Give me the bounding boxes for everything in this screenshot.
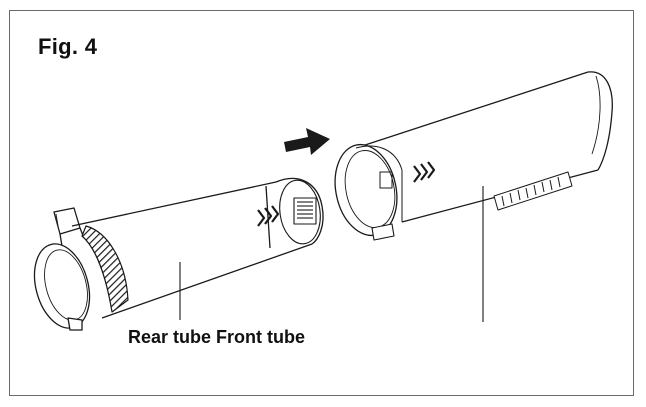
rear-tube-chevrons [257, 205, 280, 227]
rear-tube [33, 177, 324, 331]
rear-tube-lock [293, 197, 317, 225]
parts-caption: Rear tube Front tube [128, 327, 306, 347]
front-tube [334, 71, 613, 241]
figure-frame [9, 10, 634, 396]
arrow-right-icon [284, 128, 330, 155]
rear-tube-latch [53, 207, 85, 247]
rear-tube-grip [81, 225, 129, 313]
figure-label: Fig. 4 [38, 34, 98, 59]
front-tube-clip [371, 223, 395, 241]
front-tube-chevrons [413, 161, 436, 183]
front-tube-fin [493, 171, 573, 211]
